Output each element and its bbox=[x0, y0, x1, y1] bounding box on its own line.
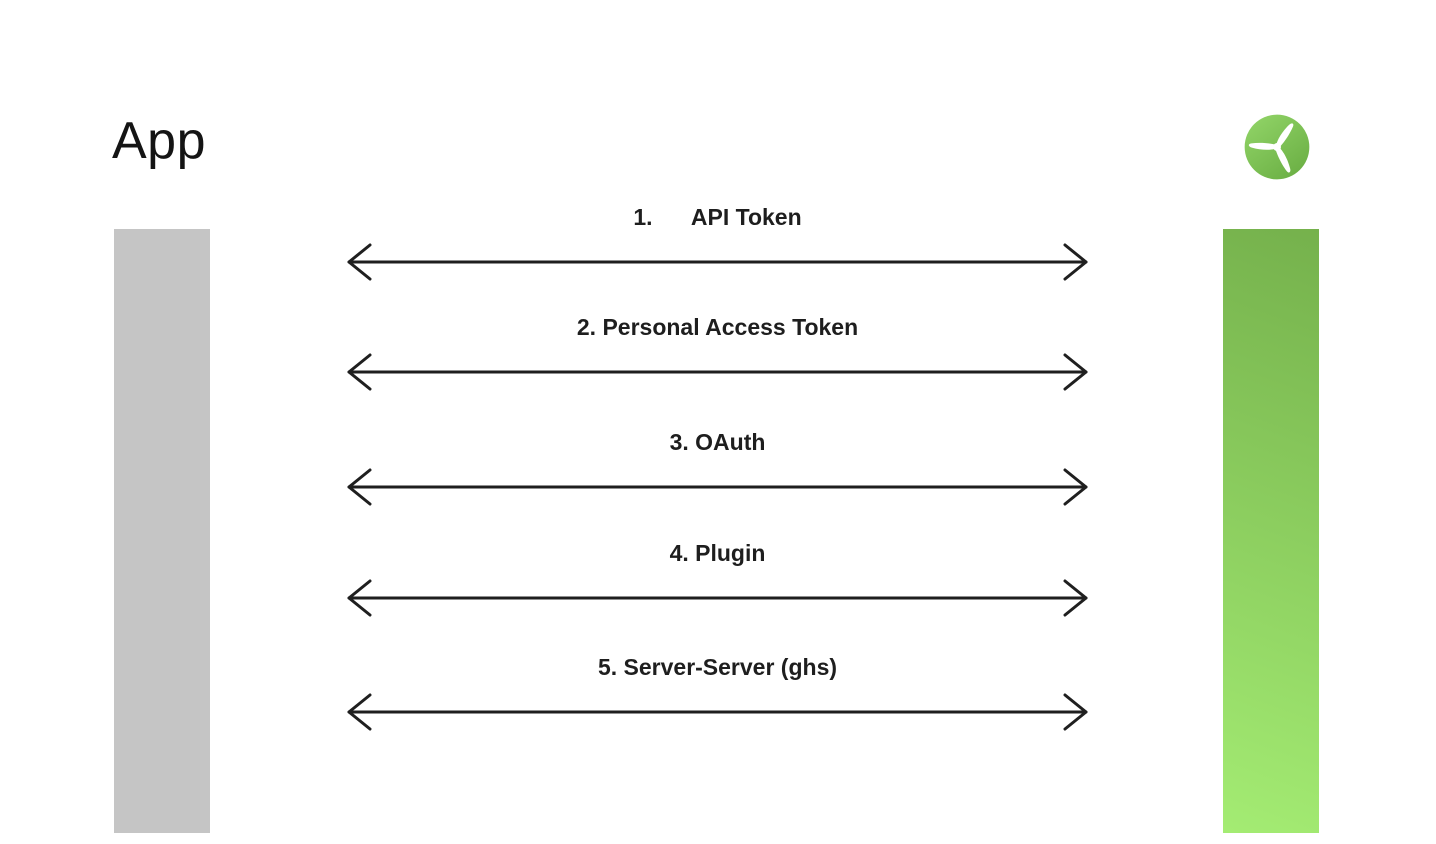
connection-row: 1. API Token bbox=[345, 200, 1090, 290]
bidirectional-arrow bbox=[347, 579, 1088, 617]
connection-row: 3. OAuth bbox=[345, 425, 1090, 515]
bidirectional-arrow bbox=[347, 468, 1088, 506]
connection-label: 4. Plugin bbox=[669, 540, 766, 566]
connection-row: 2. Personal Access Token bbox=[345, 310, 1090, 400]
bidirectional-arrow bbox=[347, 353, 1088, 391]
connection-label: 3. OAuth bbox=[669, 429, 766, 455]
app-column-bar bbox=[114, 229, 210, 833]
connection-label: 2. Personal Access Token bbox=[576, 314, 859, 340]
service-column-bar bbox=[1223, 229, 1319, 833]
connection-row: 4. Plugin bbox=[345, 536, 1090, 626]
app-logo bbox=[1244, 114, 1310, 180]
connection-label: 1. API Token bbox=[633, 204, 802, 230]
connection-row: 5. Server-Server (ghs) bbox=[345, 650, 1090, 740]
bidirectional-arrow bbox=[347, 243, 1088, 281]
connection-label: 5. Server-Server (ghs) bbox=[597, 654, 838, 680]
wind-turbine-icon bbox=[1244, 114, 1310, 180]
bidirectional-arrow bbox=[347, 693, 1088, 731]
page-title: App bbox=[112, 112, 207, 170]
